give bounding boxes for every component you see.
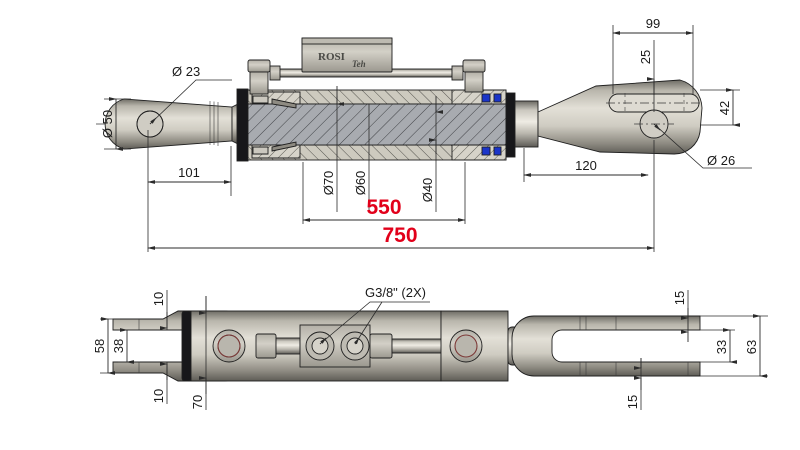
dim-99-label: 99 bbox=[646, 16, 660, 31]
valve-block-assembly: ROSI Teh bbox=[247, 37, 486, 95]
dim-dia26-label: Ø 26 bbox=[707, 153, 735, 168]
dim-33-label: 33 bbox=[714, 340, 729, 354]
bottom-view-geometry bbox=[112, 310, 701, 382]
plan-barrel-collar bbox=[181, 310, 192, 382]
plan-port-boss-right-ring bbox=[454, 334, 478, 358]
plan-hex-nut-right bbox=[369, 333, 393, 359]
left-eye-end bbox=[104, 98, 241, 150]
dim-dia60-label: Ø60 bbox=[353, 171, 368, 196]
right-bracket bbox=[537, 79, 703, 155]
dim-dia50-label: Ø 50 bbox=[100, 110, 115, 138]
barrel-end-collar bbox=[236, 88, 249, 162]
dim-750-label: 750 bbox=[382, 224, 417, 247]
rod-stub bbox=[514, 100, 539, 148]
dim-b10bot-label: 10 bbox=[151, 389, 166, 403]
right-fitting-elbow bbox=[451, 65, 464, 81]
dim-63-label: 63 bbox=[744, 340, 759, 354]
seal-blue-bottom bbox=[481, 146, 491, 156]
top-view-geometry: ROSI Teh bbox=[96, 37, 703, 162]
right-fitting-body bbox=[464, 71, 484, 93]
top-view-dimensions: Ø 23 Ø 50 101 Ø70 Ø60 Ø40 550 750 bbox=[100, 16, 752, 252]
bottom-view-dimensions: G3/8" (2X) 10 58 38 10 70 15 33 bbox=[92, 285, 768, 410]
dim-550-label: 550 bbox=[366, 196, 401, 219]
dim-dia23-leader bbox=[149, 79, 232, 125]
seal-groove-bottom bbox=[252, 146, 269, 155]
right-fork-body bbox=[511, 315, 701, 377]
left-fitting-nut bbox=[247, 59, 271, 73]
dim-120-label: 120 bbox=[575, 158, 597, 173]
wiper-top bbox=[271, 98, 297, 109]
left-fitting-body bbox=[249, 71, 269, 95]
right-fork bbox=[511, 315, 701, 377]
left-eye-bore-edge bbox=[136, 110, 164, 138]
barrel-chamber bbox=[247, 103, 507, 146]
port-leader-b bbox=[354, 301, 383, 345]
left-fitting-elbow bbox=[269, 65, 281, 81]
dim-101-label: 101 bbox=[178, 165, 200, 180]
plan-port-a-inner bbox=[311, 337, 329, 355]
cylinder-barrel-section bbox=[236, 88, 539, 162]
seal-blue-top-2 bbox=[493, 93, 502, 103]
dim-dia40-label: Ø40 bbox=[420, 178, 435, 203]
plan-hex-nut-left bbox=[255, 333, 277, 359]
plan-barrel bbox=[181, 310, 535, 382]
dim-dia23-label: Ø 23 bbox=[172, 64, 200, 79]
port-size-label: G3/8" (2X) bbox=[365, 285, 426, 300]
dim-dia26-leader bbox=[653, 123, 752, 169]
right-bracket-body bbox=[537, 79, 703, 155]
piston-bottom bbox=[451, 144, 507, 161]
dim-b10top-label: 10 bbox=[151, 292, 166, 306]
valve-block-top-face bbox=[301, 37, 393, 45]
dim-42-label: 42 bbox=[717, 101, 732, 115]
brand-logo-sub: Teh bbox=[352, 59, 366, 69]
seal-groove-top bbox=[252, 95, 269, 104]
right-fitting-nut bbox=[462, 59, 486, 73]
dim-b15top-label: 15 bbox=[672, 291, 687, 305]
plan-port-b-inner bbox=[346, 337, 364, 355]
seal-blue-top bbox=[481, 93, 491, 103]
plan-tube-left bbox=[275, 337, 301, 355]
dim-70-label: 70 bbox=[190, 395, 205, 409]
brand-logo-text: ROSI bbox=[318, 51, 345, 63]
dim-b15bot-label: 15 bbox=[625, 395, 640, 409]
dim-25-label: 25 bbox=[638, 50, 653, 64]
dim-38-label: 38 bbox=[111, 339, 126, 353]
dim-58-label: 58 bbox=[92, 339, 107, 353]
seal-blue-bottom-2 bbox=[493, 146, 502, 156]
wiper-bottom bbox=[271, 141, 297, 152]
barrel-right-collar bbox=[505, 92, 516, 158]
dim-dia70-label: Ø70 bbox=[321, 171, 336, 196]
port-leader-a bbox=[319, 301, 430, 345]
